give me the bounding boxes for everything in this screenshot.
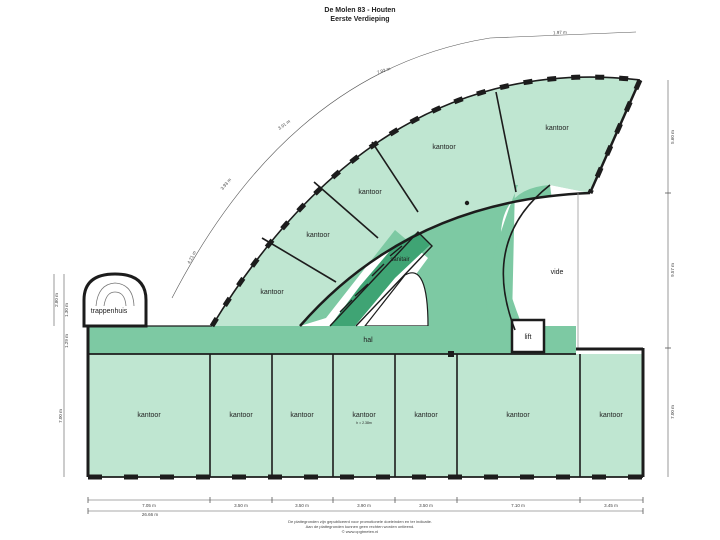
room-label-bottom-2: kantoor bbox=[229, 412, 253, 419]
hall-strip bbox=[88, 326, 576, 354]
dim-arc-1: 4.21 m bbox=[186, 250, 197, 265]
dim-left-2: 1.30 m bbox=[64, 303, 69, 317]
disclaimer-line-2: Aan de plattegronden kunnen geen rechten… bbox=[305, 524, 415, 529]
room-label-bottom-4: kantoor bbox=[352, 412, 376, 419]
hall-inner-curve bbox=[502, 184, 551, 331]
hall-corridor-inner bbox=[486, 185, 518, 345]
room-label-arc-1: kantoor bbox=[260, 289, 284, 296]
column-dot bbox=[464, 200, 470, 206]
disclaimer-line-1: De plattegronden zijn gepubliceerd voor … bbox=[288, 519, 432, 524]
dim-bottom-3: 3.50 m bbox=[295, 503, 309, 508]
arc-partition bbox=[371, 141, 419, 213]
room-label-arc-4: kantoor bbox=[432, 144, 456, 151]
dim-right-3: 7.00 m bbox=[670, 405, 675, 419]
arc-floor bbox=[212, 77, 640, 326]
disclaimer-line-3: © www.cpgtmeten.nl bbox=[341, 529, 379, 534]
plan-subtitle: Eerste Verdieping bbox=[330, 16, 390, 23]
dim-left-4: 7.00 m bbox=[58, 409, 63, 423]
room-label-lift: lift bbox=[525, 334, 532, 341]
dim-right-1: 5.60 m bbox=[670, 130, 675, 144]
lift-shaft bbox=[510, 318, 546, 354]
core-stair bbox=[363, 272, 429, 327]
dimension-lines bbox=[53, 31, 669, 512]
dim-arc-5: 1.97 m bbox=[553, 30, 567, 36]
bottom-offices-floor bbox=[88, 354, 643, 477]
room-label-arc-3: kantoor bbox=[358, 189, 382, 196]
dim-right-2: 9.57 m bbox=[670, 263, 675, 277]
inner-arc-wall bbox=[299, 191, 591, 327]
room-label-bottom-3: kantoor bbox=[290, 412, 314, 419]
sanitary-block bbox=[330, 232, 430, 326]
dim-arc-2: 3.93 m bbox=[220, 177, 233, 191]
bottom-partitions bbox=[209, 354, 581, 477]
dim-bottom-5: 3.50 m bbox=[419, 503, 433, 508]
room-label-arc-2: kantoor bbox=[306, 232, 330, 239]
room-label-bottom-7: kantoor bbox=[599, 412, 623, 419]
dim-left-3: 1.29 m bbox=[64, 334, 69, 348]
stairwell-spiral bbox=[95, 282, 135, 307]
room-label-sanitair: sanitair bbox=[390, 257, 409, 263]
outer-arc-wall bbox=[211, 76, 641, 327]
room-label-vide: vide bbox=[551, 269, 564, 276]
dim-bottom-7: 3.45 m bbox=[604, 503, 618, 508]
arc-partition bbox=[261, 237, 337, 283]
room-label-trappenhuis: trappenhuis bbox=[91, 308, 128, 315]
dimension-ticks bbox=[87, 192, 671, 514]
arc-end-windows bbox=[587, 78, 643, 195]
hall-arc bbox=[300, 185, 590, 330]
sanitary-walls bbox=[329, 230, 433, 327]
column bbox=[448, 351, 454, 357]
arc-partition bbox=[495, 91, 517, 193]
dim-total: 26.66 m bbox=[142, 512, 159, 517]
dim-bottom-1: 7.05 m bbox=[142, 503, 156, 508]
dim-bottom-6: 7.10 m bbox=[511, 503, 525, 508]
arc-partition bbox=[313, 181, 379, 239]
room-label-bottom-6: kantoor bbox=[506, 412, 530, 419]
room-label-arc-5: kantoor bbox=[545, 125, 569, 132]
dim-arc-3: 3.91 m bbox=[277, 119, 291, 131]
dim-bottom-2: 3.50 m bbox=[234, 503, 248, 508]
room-label-bottom-1: kantoor bbox=[137, 412, 161, 419]
room-note-bottom-4: h = 2.38m bbox=[356, 421, 372, 425]
stairwell-spiral-inner bbox=[103, 291, 127, 307]
stairwell bbox=[82, 272, 148, 328]
plan-title: De Molen 83 - Houten bbox=[324, 7, 396, 14]
room-label-bottom-5: kantoor bbox=[414, 412, 438, 419]
dim-bottom-4: 3.90 m bbox=[357, 503, 371, 508]
dim-left-1: 2.80 m bbox=[54, 293, 59, 307]
dim-arc-4: 7.93 m bbox=[376, 66, 391, 75]
vide-area bbox=[550, 80, 640, 348]
room-label-hal: hal bbox=[363, 337, 373, 344]
